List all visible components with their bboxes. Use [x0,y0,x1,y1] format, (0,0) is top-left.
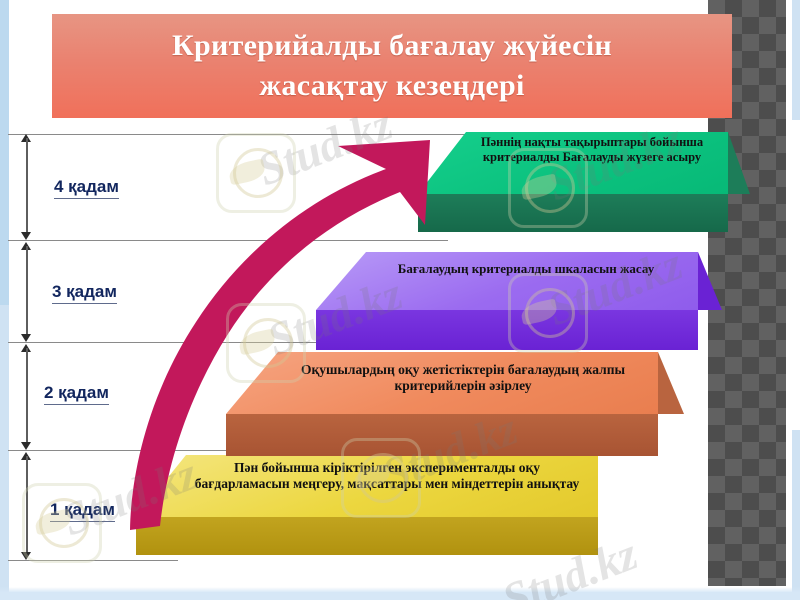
arrow-head-down-icon [21,442,31,450]
step-block-1-text: Пән бойынша кіріктірілген эксперименталд… [194,460,580,492]
step-block-4-top-face [418,132,728,194]
measure-shaft [26,138,28,236]
step-block-1-front-face [136,517,598,555]
step-block-4-side-face [728,132,750,194]
step-block-2-side-face [658,352,684,414]
slide-title-banner: Критерийалды бағалау жүйесін жасақтау ке… [52,14,732,118]
step-block-2-text: Оқушылардың оқу жетістіктерін бағалаудың… [300,362,626,394]
page-title: Критерийалды бағалау жүйесін жасақтау ке… [150,26,634,105]
step-label-2: 2 қадам [44,383,109,405]
step-block-3-side-face [698,252,722,310]
arrow-head-down-icon [21,232,31,240]
step-block-3-text: Бағалаудың критериалды шкаласын жасау [397,261,655,276]
step-block-3-front-face [316,310,698,350]
measure-shaft [26,246,28,338]
step-label-4: 4 қадам [54,177,119,199]
divider-rule-2 [8,342,358,343]
page-title-line-2: жасақтау кезеңдері [259,69,525,102]
step-block-4[interactable]: Пәннің нақты тақырыптары бойынша критери… [418,132,750,232]
page-edge-right-bottom [792,430,800,600]
step-block-4-front-face [418,194,728,232]
divider-rule-3 [8,240,448,241]
step-label-1: 1 қадам [50,500,115,522]
watermark-logo-icon [216,133,296,213]
measure-shaft [26,456,28,556]
measure-arrow-step-4 [21,134,32,240]
step-block-3[interactable]: Бағалаудың критериалды шкаласын жасау [316,252,722,350]
measure-arrow-step-2 [21,344,32,450]
page-edge-left-upper [0,0,9,305]
watermark-logo-icon [22,483,102,563]
page-title-line-1: Критерийалды бағалау жүйесін [172,29,612,63]
step-block-1[interactable]: Пән бойынша кіріктірілген эксперименталд… [136,455,598,555]
arrow-head-down-icon [21,334,31,342]
divider-rule-bottom [8,560,178,561]
arrow-head-down-icon [21,552,31,560]
measure-arrow-step-1 [21,452,32,560]
step-block-2[interactable]: Оқушылардың оқу жетістіктерін бағалаудың… [226,352,684,456]
divider-rule-top [8,134,708,135]
step-block-2-front-face [226,414,658,456]
page-edge-right-top [792,0,800,120]
step-block-4-text: Пәннің нақты тақырыптары бойынша критери… [480,135,704,165]
measure-shaft [26,348,28,446]
measure-arrow-step-3 [21,242,32,342]
page-edge-bottom [0,592,800,600]
page-edge-bottom-fade [0,587,800,592]
step-label-3: 3 қадам [52,282,117,304]
